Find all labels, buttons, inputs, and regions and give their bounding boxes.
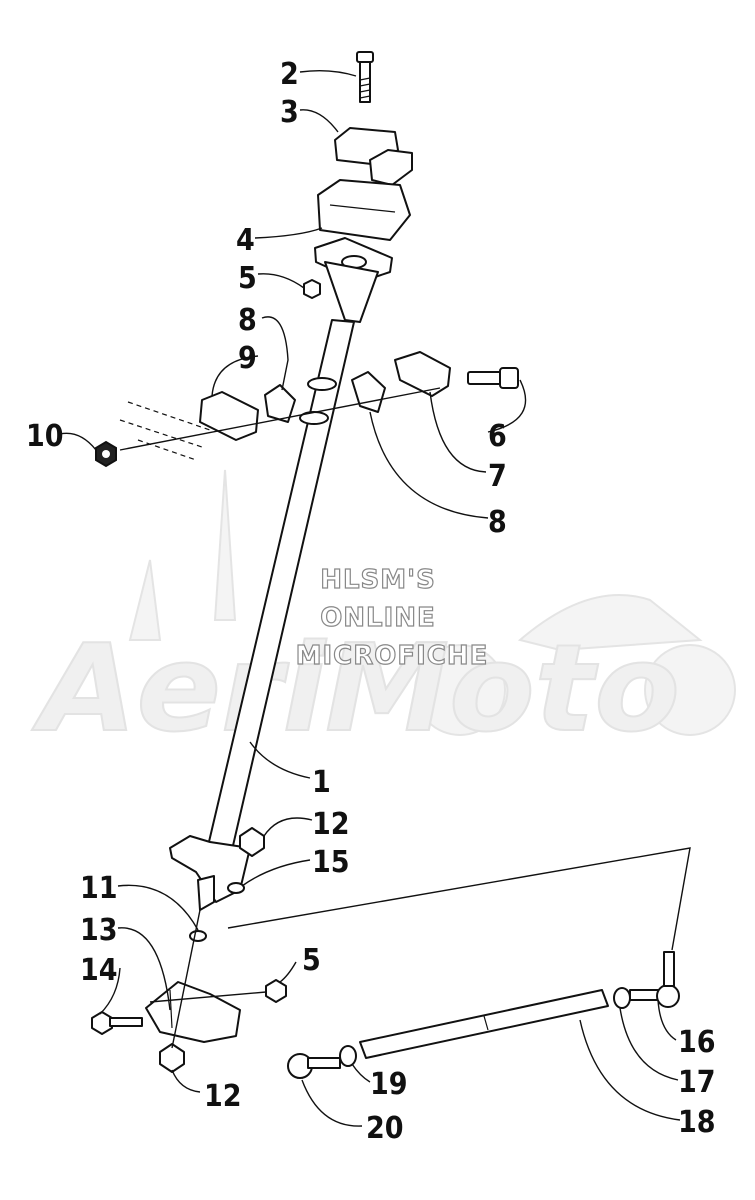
part-12-nut-lower: [159, 909, 201, 1073]
part-15-washer: [227, 882, 245, 894]
callout-15: 15: [312, 845, 350, 880]
part-11-washer: [189, 930, 207, 942]
callout-11: 11: [80, 871, 118, 906]
part-10-nut: [95, 440, 117, 468]
watermark-logo: AeriMoto: [31, 469, 736, 760]
part-4-clamp-block: [317, 179, 411, 241]
part-2-bolt: [356, 51, 374, 103]
part-19-jam-nut: [339, 1045, 357, 1067]
callout-5-lower: 5: [302, 943, 321, 978]
part-7-clamp: [394, 351, 451, 397]
part-9-clamp: [199, 391, 259, 441]
part-12-nut-upper: [239, 827, 265, 857]
callout-2: 2: [280, 57, 299, 92]
callout-14: 14: [80, 953, 118, 988]
part-16-tie-rod-end: [629, 951, 680, 1008]
handlebar-phantom: [119, 387, 441, 461]
part-17-jam-nut: [613, 987, 631, 1009]
callout-12-upper: 12: [312, 807, 350, 842]
callout-12-lower: 12: [204, 1079, 242, 1114]
reference-lines: [227, 847, 691, 951]
callout-19: 19: [370, 1067, 408, 1102]
watermark-line-1: HLSM'S: [320, 565, 436, 595]
part-8-bushing-right: [351, 371, 386, 413]
callout-16: 16: [678, 1025, 716, 1060]
shaft-lower-bracket: [169, 835, 251, 911]
callout-18: 18: [678, 1105, 716, 1140]
callout-3: 3: [280, 95, 299, 130]
part-5-nut-upper: [303, 279, 321, 299]
leader-lines: [59, 69, 681, 1127]
callout-1: 1: [312, 765, 331, 800]
part-3-upper-clamps: [334, 127, 413, 186]
callout-13: 13: [80, 913, 118, 948]
part-8-bushing-left: [264, 384, 296, 423]
callout-17: 17: [678, 1065, 716, 1100]
callout-8-upper: 8: [238, 303, 257, 338]
callout-10: 10: [26, 419, 64, 454]
watermark-line-2: ONLINE: [320, 603, 436, 633]
callouts: 2 3 4 5 8 9 10 6 7 8 1 12 15 11 13 14 5 …: [26, 57, 716, 1146]
callout-9: 9: [238, 341, 257, 376]
part-13-bracket: [145, 981, 241, 1043]
callout-6: 6: [488, 419, 507, 454]
callout-20: 20: [366, 1111, 404, 1146]
callout-7: 7: [488, 459, 507, 494]
callout-5-upper: 5: [238, 261, 257, 296]
watermark-logo-text: AeriMoto: [32, 620, 680, 759]
part-20-tie-rod-end: [287, 1053, 341, 1079]
watermark-line-3: MICROFICHE: [296, 641, 489, 671]
part-18-tie-rod: [359, 989, 609, 1059]
part-6-bolt: [467, 367, 519, 389]
callout-4: 4: [236, 223, 255, 258]
steering-post-top-plate: [314, 237, 393, 323]
watermark: AeriMoto HLSM'S ONLINE MICROFICHE: [31, 469, 736, 760]
callout-8-lower: 8: [488, 505, 507, 540]
part-14-bolt: [91, 1011, 143, 1035]
